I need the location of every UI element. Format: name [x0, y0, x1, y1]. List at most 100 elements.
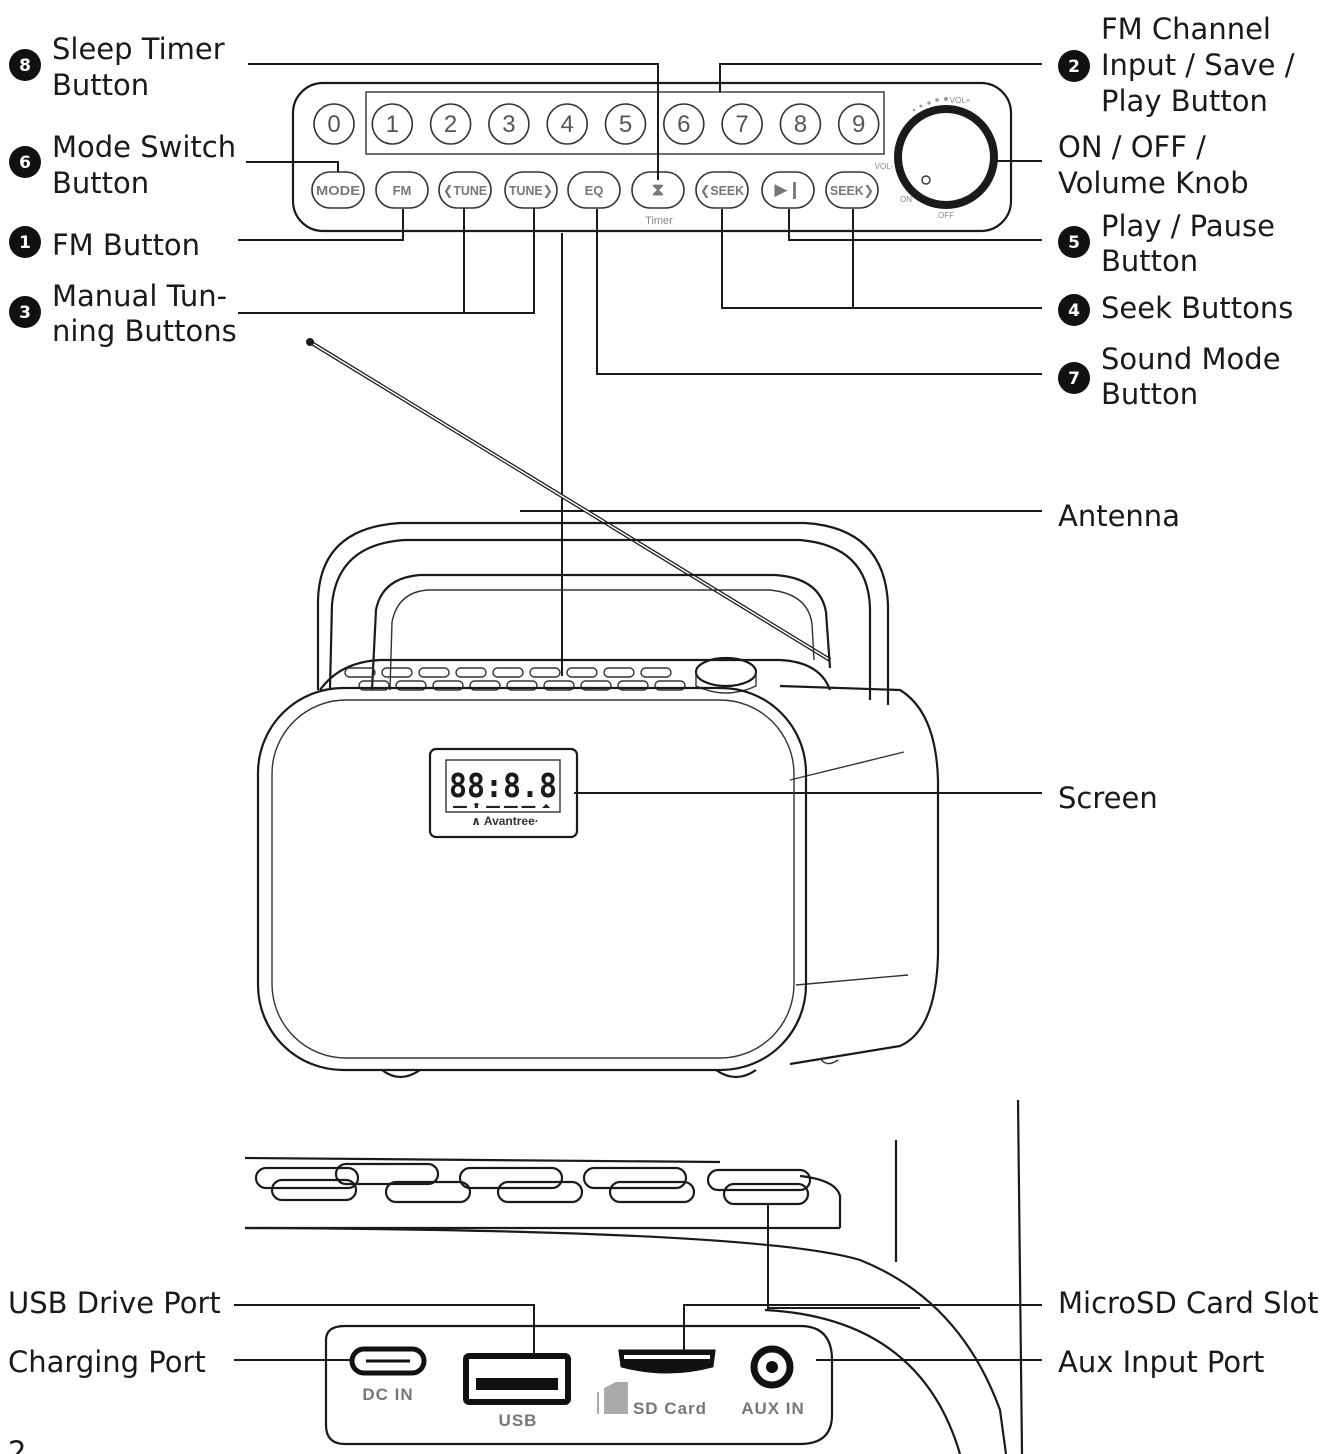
deck-key — [603, 667, 635, 678]
callout-text: Sleep Timer — [52, 32, 225, 66]
channel-button-6[interactable]: 6 — [662, 103, 705, 145]
callout-text: ON / OFF / — [1058, 130, 1206, 164]
fm-button[interactable]: FM — [375, 171, 429, 209]
deck-key — [344, 667, 376, 678]
callout-on-off: ON / OFF / Volume Knob — [1058, 130, 1249, 200]
callout-text: Button — [1101, 377, 1198, 411]
deck-key — [529, 667, 561, 678]
channel-button-0[interactable]: 0 — [313, 103, 355, 145]
deck-key — [381, 667, 413, 678]
channel-button-1[interactable]: 1 — [371, 103, 414, 145]
volume-knob: VOL+ VOL- ON OFF — [875, 96, 998, 220]
callout-text: FM Button — [52, 228, 200, 262]
port-detail-illustration: DC IN USB SD Card AUX IN USB Drive Port … — [8, 1099, 1319, 1454]
deck-key — [455, 667, 487, 678]
lcd-digits: 88:8.8 — [449, 766, 557, 805]
callout-charging-port: Charging Port — [8, 1345, 206, 1379]
callout-sound-mode: 7 Sound Mode Button — [1058, 342, 1281, 411]
deck-key — [706, 1168, 812, 1192]
callout-aux-input: Aux Input Port — [1058, 1345, 1264, 1379]
usb-label: USB — [499, 1411, 538, 1430]
callout-text: Play Button — [1101, 84, 1268, 118]
channel-button-4[interactable]: 4 — [546, 103, 589, 145]
deck-key — [496, 1180, 584, 1204]
deck-key — [418, 667, 450, 678]
callout-number: 5 — [1068, 233, 1080, 253]
deck-key — [640, 667, 672, 678]
mode-button[interactable]: MODE — [311, 171, 365, 209]
callout-number: 4 — [1068, 301, 1080, 321]
callout-number: 7 — [1068, 369, 1080, 389]
channel-button-8[interactable]: 8 — [779, 103, 822, 145]
channel-button-label: 5 — [619, 111, 632, 138]
callout-text: Mode Switch — [52, 130, 236, 164]
callout-text: Input / Save / — [1101, 48, 1295, 82]
vol-plus-mark: VOL+ — [950, 96, 971, 105]
deck-key — [432, 680, 464, 691]
play-pause-button[interactable]: ▶❙ — [761, 171, 815, 209]
aux-in-label: AUX IN — [741, 1399, 805, 1418]
tune-back-button[interactable]: ❮TUNE — [438, 171, 492, 209]
callout-number: 6 — [19, 153, 31, 173]
on-mark: ON — [900, 195, 912, 204]
callout-microsd-slot: MicroSD Card Slot — [1058, 1286, 1319, 1320]
channel-button-label: 0 — [327, 111, 340, 138]
channel-button-label: 8 — [794, 111, 807, 138]
channel-button-label: 2 — [444, 111, 457, 138]
deck-key — [654, 680, 686, 691]
deck-key — [582, 1166, 688, 1190]
seek-forward-button-label: SEEK❯ — [830, 183, 874, 199]
tune-forward-button-label: TUNE❯ — [509, 183, 553, 199]
channel-button-3[interactable]: 3 — [488, 103, 530, 145]
play-pause-button-label: ▶❙ — [774, 180, 801, 200]
deck-key — [722, 1182, 810, 1206]
deck-key — [566, 667, 598, 678]
callout-text: Sound Mode — [1101, 342, 1281, 376]
radio-illustration: 88:8.8 ▬ ⬆ ▬ ▬ ▬ ▲ ∧ Avantree· — [256, 338, 940, 1079]
deck-key — [270, 1178, 358, 1202]
channel-button-7[interactable]: 7 — [721, 103, 763, 145]
callout-usb-drive-port: USB Drive Port — [8, 1286, 221, 1320]
callout-number: 3 — [19, 303, 31, 323]
deck-key — [608, 1180, 696, 1204]
seek-back-button[interactable]: ❮SEEK — [695, 171, 749, 209]
callout-text: FM Channel — [1101, 12, 1271, 46]
deck-key — [254, 1166, 360, 1190]
callout-number: 1 — [19, 233, 31, 253]
callout-text: Volume Knob — [1058, 166, 1249, 200]
callout-text: Button — [52, 68, 149, 102]
deck-key — [580, 680, 612, 691]
channel-button-9[interactable]: 9 — [837, 103, 880, 145]
fm-button-label: FM — [393, 183, 412, 198]
deck-key — [492, 667, 524, 678]
seek-back-button-label: ❮SEEK — [700, 183, 745, 199]
screen-display: 88:8.8 ▬ ⬆ ▬ ▬ ▬ ▲ ∧ Avantree· — [428, 747, 579, 839]
tune-forward-button[interactable]: TUNE❯ — [504, 171, 558, 209]
tune-back-button-label: ❮TUNE — [443, 183, 487, 199]
callout-text: ning Buttons — [52, 314, 237, 348]
deck-key — [384, 1180, 472, 1204]
callout-mode-switch: 6 Mode Switch Button — [9, 130, 236, 200]
channel-button-2[interactable]: 2 — [429, 103, 472, 145]
timer-caption: Timer — [645, 215, 673, 227]
callout-number: 2 — [1068, 57, 1080, 77]
channel-button-5[interactable]: 5 — [604, 103, 647, 145]
vol-minus-mark: VOL- — [875, 162, 894, 171]
channel-button-label: 6 — [677, 111, 690, 138]
number-buttons-group-box — [365, 91, 885, 155]
eq-button[interactable]: EQ — [567, 171, 621, 209]
eq-button-label: EQ — [585, 183, 604, 198]
channel-button-label: 9 — [852, 111, 865, 138]
seek-forward-button[interactable]: SEEK❯ — [825, 171, 879, 209]
sd-card-label: SD Card — [633, 1399, 707, 1418]
mode-button-label: MODE — [316, 183, 360, 198]
dc-in-label: DC IN — [362, 1385, 413, 1404]
lcd-icons: ▬ ⬆ ▬ ▬ ▬ ▲ — [453, 802, 553, 810]
callout-screen: Screen — [1058, 781, 1158, 815]
callout-seek: 4 Seek Buttons — [1058, 291, 1293, 326]
sleep-timer-button[interactable]: ⧗ — [631, 171, 685, 209]
callout-text: Play / Pause — [1101, 209, 1275, 243]
deck-key — [458, 1166, 564, 1190]
